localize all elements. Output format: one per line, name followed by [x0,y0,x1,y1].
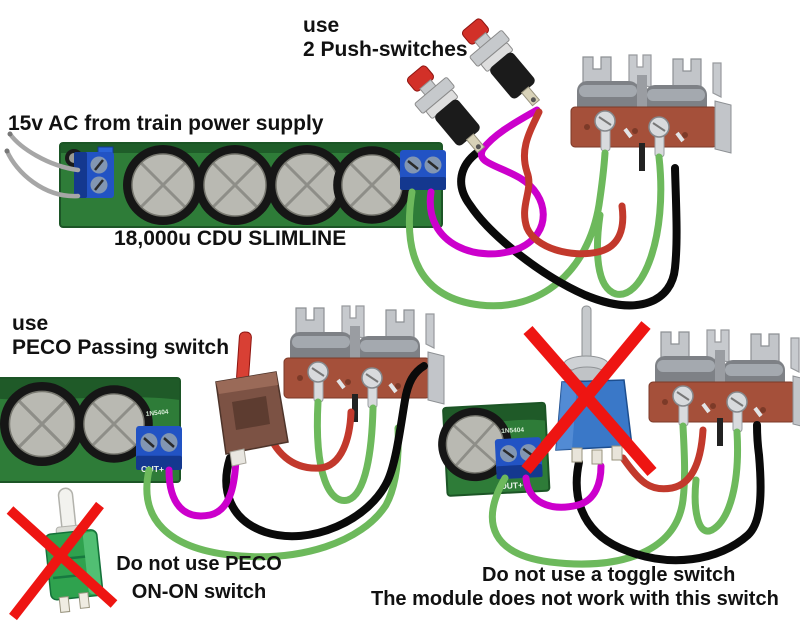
red-cross-onon-icon [6,501,118,621]
capacitor [0,380,86,468]
wire-green [405,149,609,310]
wires-middle [143,362,428,561]
pcb-diode-label: 1N5404 [145,409,169,418]
capacitor [121,143,205,227]
label-cdu-name: 18,000u CDU SLIMLINE [114,227,347,250]
label-line: ON-ON switch [131,581,267,603]
wire-red [520,108,627,258]
wire-magenta [426,106,547,258]
peco-passing-switch [215,331,289,467]
wire-green [691,428,741,535]
output-terminal-block [398,148,448,192]
label-line: 2 Push-switches [303,38,468,61]
wire-red [619,426,707,493]
wire-green [488,422,689,568]
label-line: PECO Passing switch [12,336,230,359]
label-line: use [303,14,340,37]
pcb-out-label: OUT+ [500,480,523,491]
cdu-board-bottom: 1N5404 OUT+ [434,401,551,497]
wires-top [405,106,681,310]
input-wires-gray [4,131,81,199]
label-no-onon-switch: Do not use PECO ON-ON switch [85,550,313,606]
red-cross-toggle-icon [521,321,657,476]
wire-green [313,398,377,504]
wire-black [457,148,681,310]
pcb-out-label: OUT+ [141,464,164,474]
cdu-board-top [59,142,448,228]
push-switch-1 [453,11,553,118]
wire-green [593,153,665,298]
label-line: use [12,312,49,335]
wire-magenta [165,455,240,520]
label-no-toggle-line2: The module does not work with this switc… [371,588,779,610]
point-motor-top [569,53,733,173]
wire-black [572,421,765,565]
capacitor [331,144,413,226]
label-line: Do not use PECO [116,553,282,575]
wire-magenta [522,462,605,511]
cdu-board-middle: 1N5404 OUT+ [0,377,184,483]
wire-green [143,424,402,561]
input-terminal-block [72,150,116,200]
label-use-push-switches: use 2 Push-switches [303,14,468,62]
wire-red [262,408,355,472]
capacitor [193,143,277,227]
wire-black [222,362,428,541]
wires-bottom [488,421,765,568]
label-use-passing-switch: use PECO Passing switch [12,312,229,360]
point-motor-bottom [647,328,800,448]
label-no-toggle-line1: Do not use a toggle switch [482,564,736,586]
pcb-diode-label: 1N5404 [501,427,524,435]
label-power-supply: 15v AC from train power supply [8,112,324,135]
